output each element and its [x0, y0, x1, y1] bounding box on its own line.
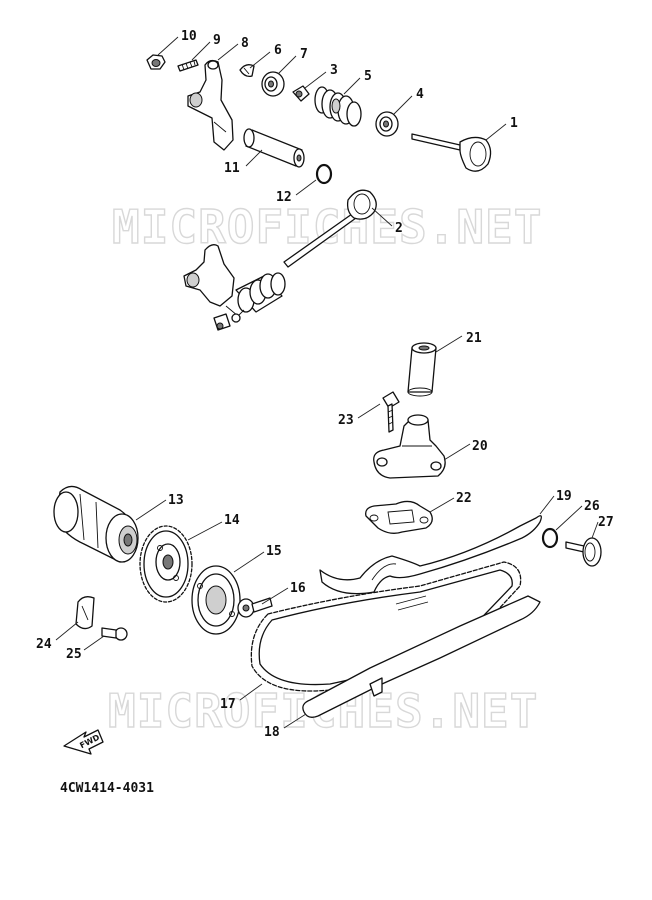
callout-14: 14 [224, 513, 240, 528]
callout-27: 27 [598, 515, 614, 530]
callout-25: 25 [66, 647, 82, 662]
callout-12: 12 [276, 190, 292, 205]
part-2-valve[interactable] [283, 189, 377, 268]
rocker-assembly-lower[interactable] [183, 244, 286, 331]
callout-3: 3 [330, 63, 338, 78]
callout-21: 21 [466, 331, 482, 346]
part-4-spring-seat[interactable] [375, 111, 399, 137]
callout-18: 18 [264, 725, 280, 740]
part-7-retainer[interactable] [261, 71, 285, 97]
fwd-arrow-icon: FWD [63, 729, 104, 755]
callout-19: 19 [556, 489, 572, 504]
part-5-spring[interactable] [314, 86, 362, 127]
callouts: 10 9 8 6 7 3 5 4 1 11 12 2 21 23 20 22 1… [36, 29, 614, 740]
callout-8: 8 [241, 36, 249, 51]
callout-24: 24 [36, 637, 52, 652]
callout-13: 13 [168, 493, 184, 508]
part-13-camshaft[interactable] [53, 485, 139, 563]
part-9-screw[interactable] [177, 59, 199, 72]
part-26-o-ring[interactable] [541, 527, 559, 549]
watermark-top: MICROFICHES.NET [112, 200, 542, 254]
part-16-bolt[interactable] [237, 597, 273, 618]
callout-7: 7 [300, 47, 308, 62]
callout-11: 11 [224, 161, 240, 176]
part-1-valve[interactable] [411, 133, 492, 172]
part-19-chain-guide[interactable] [319, 515, 542, 595]
callout-15: 15 [266, 544, 282, 559]
callout-1: 1 [510, 116, 518, 131]
part-15-plate[interactable] [191, 565, 241, 635]
part-23-bolt[interactable] [382, 391, 400, 433]
callout-16: 16 [290, 581, 306, 596]
part-12-o-ring[interactable] [315, 163, 333, 185]
part-18-chain-guide[interactable] [302, 595, 541, 718]
part-24-weight[interactable] [75, 596, 95, 630]
callout-10: 10 [181, 29, 197, 44]
part-3-seal[interactable] [292, 85, 310, 102]
part-10-nut[interactable] [146, 54, 166, 70]
part-25-bolt[interactable] [101, 627, 128, 641]
callout-5: 5 [364, 69, 372, 84]
part-11-rocker-shaft[interactable] [243, 128, 305, 168]
part-8-rocker-arm[interactable] [187, 59, 234, 151]
part-21-sleeve[interactable] [407, 342, 437, 397]
callout-9: 9 [213, 33, 221, 48]
part-22-gasket[interactable] [365, 500, 433, 534]
callout-4: 4 [416, 87, 424, 102]
diagram-code: 4CW1414-4031 [60, 781, 154, 796]
callout-26: 26 [584, 499, 600, 514]
part-27-pin[interactable] [565, 537, 602, 567]
part-20-tensioner[interactable] [373, 414, 446, 479]
callout-23: 23 [338, 413, 354, 428]
callout-17: 17 [220, 697, 236, 712]
callout-6: 6 [274, 43, 282, 58]
callout-22: 22 [456, 491, 472, 506]
callout-20: 20 [472, 439, 488, 454]
part-14-sprocket[interactable] [139, 525, 193, 603]
callout-2: 2 [395, 221, 403, 236]
leader-lines [55, 36, 599, 729]
